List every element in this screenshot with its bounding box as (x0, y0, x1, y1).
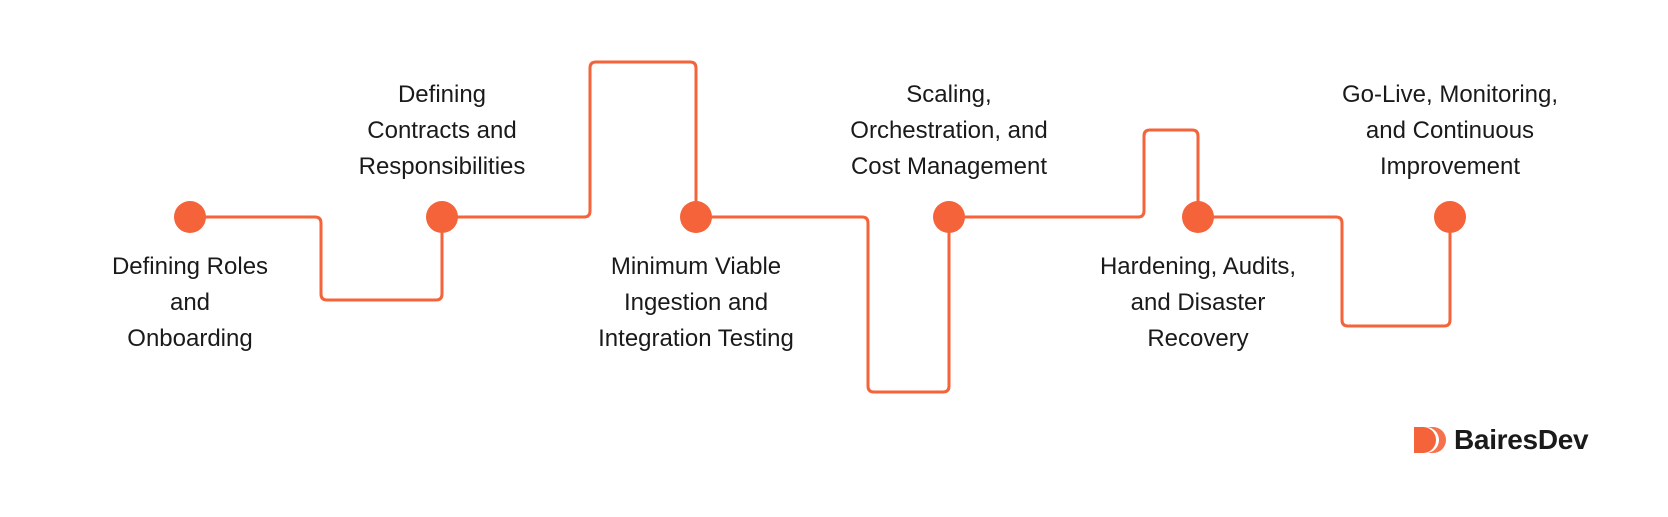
step-node-4 (933, 201, 965, 233)
step-label-5: Hardening, Audits, and Disaster Recovery (1099, 253, 1297, 352)
step-node-6 (1434, 201, 1466, 233)
step-label-6: Go-Live, Monitoring, and Continuous Impr… (1341, 81, 1559, 180)
step-node-1 (174, 201, 206, 233)
brand-name: BairesDev (1454, 424, 1589, 455)
step-node-2 (426, 201, 458, 233)
timeline-path (190, 60, 1452, 394)
step-label-1: Defining Roles and Onboarding (111, 253, 269, 352)
step-label-2: Defining Contracts and Responsibilities (358, 81, 526, 180)
bairesdev-logo-icon (1414, 427, 1446, 453)
step-node-3 (680, 201, 712, 233)
step-label-3: Minimum Viable Ingestion and Integration… (598, 253, 794, 352)
step-node-5 (1182, 201, 1214, 233)
step-label-4: Scaling, Orchestration, and Cost Managem… (850, 81, 1048, 180)
brand-logo: BairesDev (1412, 420, 1589, 460)
